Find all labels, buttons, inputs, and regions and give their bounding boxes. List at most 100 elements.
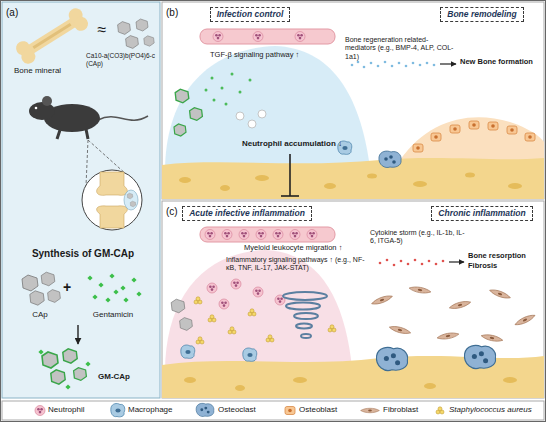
bone-pores-part [293, 377, 307, 383]
cap-in-infection [171, 299, 192, 330]
annotation-text: GM-CAp [98, 372, 156, 382]
box-title: Chronic inflammation [438, 208, 525, 219]
vessel-neutrophils-part [205, 230, 215, 240]
annotation-text: Neutrophil accumulation ↓ [232, 139, 352, 149]
annotation-text: New Bone formation [460, 57, 540, 66]
zoom-lines-part [86, 140, 88, 186]
legend-text: Fibroblast [383, 405, 418, 415]
gentamicin-molecules-part [113, 289, 118, 294]
cytokine-trail-part [414, 259, 417, 262]
panel-a-ground [2, 2, 160, 398]
cytokine-storm-part [286, 303, 320, 310]
vessel-neutrophils-part [295, 32, 305, 42]
label-holder: Inflammatory signaling pathways ↑ (e.g.,… [226, 256, 368, 273]
tgf-signals-part [225, 103, 228, 106]
cap-crystals-part [22, 275, 38, 291]
fibroblasts-part [409, 286, 432, 295]
cytokine-trail-part [421, 263, 424, 266]
fibroblasts-part [489, 288, 511, 300]
bacteria [194, 297, 336, 344]
fibroblasts-part [449, 300, 472, 311]
infiltrating-neutrophils [207, 279, 285, 309]
osteoblasts-part [450, 125, 460, 133]
vessel-neutrophils-part [239, 230, 249, 240]
tgf-signals [205, 73, 252, 106]
cytokine-trail-part [386, 259, 389, 262]
cap-crystals-part [41, 272, 55, 286]
quiet-neutrophils-part [258, 110, 266, 118]
dashed-title-box: Infection control [210, 7, 291, 22]
bacteria-part [248, 309, 256, 316]
bone-layer [162, 158, 544, 199]
mediator-trail-part [398, 62, 401, 65]
bone-pores-part [324, 183, 336, 189]
bone-pores-part [424, 383, 436, 389]
bone-pores-part [235, 385, 245, 391]
label-holder: Bone resorption [468, 251, 542, 260]
tgf-signals-part [249, 79, 252, 82]
fibroblasts-part [389, 325, 412, 336]
cap-crystals-part [30, 291, 44, 305]
annotation-text: CAp [24, 310, 56, 320]
panel-letter: (c) [166, 206, 178, 218]
mouse-drawing-part [57, 130, 60, 139]
label-holder: CAp [24, 310, 56, 320]
osteoblasts-part [507, 126, 517, 134]
bone-pores [179, 173, 522, 192]
osteoblasts-part [431, 133, 441, 141]
mediator-trail-part [363, 66, 366, 69]
cytokine-trail-part [428, 260, 431, 263]
bone-pores-part [367, 174, 377, 179]
new-bone-mound [400, 117, 544, 162]
legend-icons-part [111, 404, 125, 417]
mineral-crystals-part [136, 19, 148, 31]
cap-in-defect-part [190, 108, 203, 121]
box-title: Bone remodeling [447, 9, 516, 20]
vessel-neutrophils-part [213, 32, 223, 42]
mediator-trail-part [412, 62, 415, 65]
legend-item: Fibroblast [383, 405, 418, 415]
infiltrating-neutrophils-part [207, 283, 217, 293]
gentamicin-molecules-part [109, 273, 114, 278]
label-holder: Bone regeneration related-mediators (e.g… [345, 36, 457, 61]
annotation-text: TGF-β signaling pathway ↑ [210, 50, 322, 59]
mineral-crystals [118, 19, 155, 48]
annotation-text: Bone mineral [14, 66, 84, 76]
osteoclasts [376, 345, 495, 370]
annotation-text: + [60, 279, 74, 296]
gm-cap-crystals-part [42, 352, 58, 368]
cytokine-trail-part [407, 263, 410, 266]
box-title: Acute infective inflammation [189, 208, 305, 219]
mouse-drawing-part [86, 129, 88, 139]
label-holder: TGF-β signaling pathway ↑ [210, 50, 322, 59]
bone-pores-part [465, 173, 475, 178]
bacteria-part [196, 337, 204, 344]
fibroblasts [371, 286, 536, 343]
legend-icons-part [361, 408, 380, 412]
bacteria-part [266, 335, 274, 342]
fibroblasts-part [371, 294, 393, 306]
macrophages-part [181, 345, 195, 358]
annotation-text: Gentamicin [82, 310, 144, 320]
annotation-text: Fibrosis [468, 261, 542, 270]
fibroblasts-part [437, 332, 460, 341]
bone-pores-part [184, 377, 196, 383]
mediator-trail-part [405, 65, 408, 68]
label-holder: Myeloid leukocyte migration ↑ [244, 243, 370, 252]
label-holder: ≈ [92, 20, 112, 39]
gentamicin-molecules-part [87, 275, 92, 280]
bone-drawing-part [71, 14, 90, 33]
legend-item: Macrophage [128, 405, 172, 415]
legend-text: Osteoblast [299, 405, 337, 415]
mediator-trail-part [377, 65, 380, 68]
mediator-trail-part [370, 62, 373, 65]
osteoclast [379, 151, 401, 167]
vessel-neutrophils-part [273, 230, 283, 240]
osteoblasts-part [413, 144, 423, 152]
cytokine-storm [283, 292, 327, 338]
bone-pores-part [413, 181, 427, 187]
mediator-trail-part [357, 61, 360, 64]
tgf-signals-part [231, 73, 234, 76]
mouse-drawing [29, 96, 148, 139]
label-holder: Synthesis of GM-CAp [8, 248, 158, 260]
